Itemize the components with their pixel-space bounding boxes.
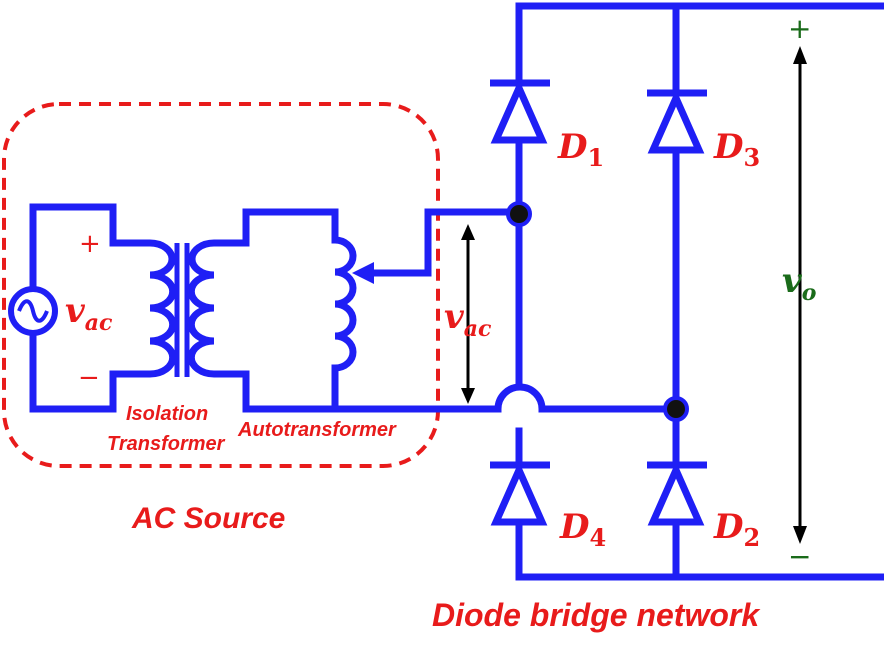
autotransformer-caption: Autotransformer xyxy=(237,419,397,441)
ac-source-enclosure xyxy=(2,102,440,468)
diode-d3 xyxy=(647,89,707,154)
bridge-input-voltage-label: vac xyxy=(444,297,492,342)
diode-d2-label: D2 xyxy=(713,507,760,552)
sine-wave-icon xyxy=(17,299,49,323)
bridge-input-voltage-arrow xyxy=(461,224,475,404)
junction-node-top xyxy=(506,201,532,227)
output-voltage-arrow xyxy=(793,46,807,544)
source-minus-sign: − xyxy=(78,363,100,393)
source-plus-sign: + xyxy=(79,229,101,259)
output-plus-sign: + xyxy=(788,12,811,45)
isolation-transformer xyxy=(124,208,339,413)
diode-d4 xyxy=(490,461,550,526)
ac-source-caption: AC Source xyxy=(131,502,285,535)
diode-d1 xyxy=(490,79,550,144)
wiper-arrowhead xyxy=(352,262,374,284)
ac-voltage-source xyxy=(8,203,132,413)
diode-d1-label: D1 xyxy=(557,127,604,172)
diode-d3-label: D3 xyxy=(713,127,760,172)
isolation-caption-line1: Isolation xyxy=(126,403,208,425)
diode-d4-label: D4 xyxy=(559,507,606,552)
isolation-caption-line2: Transformer xyxy=(107,433,226,455)
diode-d2 xyxy=(647,461,707,526)
diode-bridge-caption: Diode bridge network xyxy=(432,597,761,633)
output-voltage-label: vo xyxy=(782,261,816,306)
source-voltage-label: vac xyxy=(65,291,113,336)
junction-node-bottom xyxy=(663,396,689,422)
bridge-input-bottom-wire xyxy=(331,383,680,413)
diode-bridge-network xyxy=(490,2,884,581)
output-minus-sign: − xyxy=(788,540,811,573)
autotransformer xyxy=(331,208,432,413)
